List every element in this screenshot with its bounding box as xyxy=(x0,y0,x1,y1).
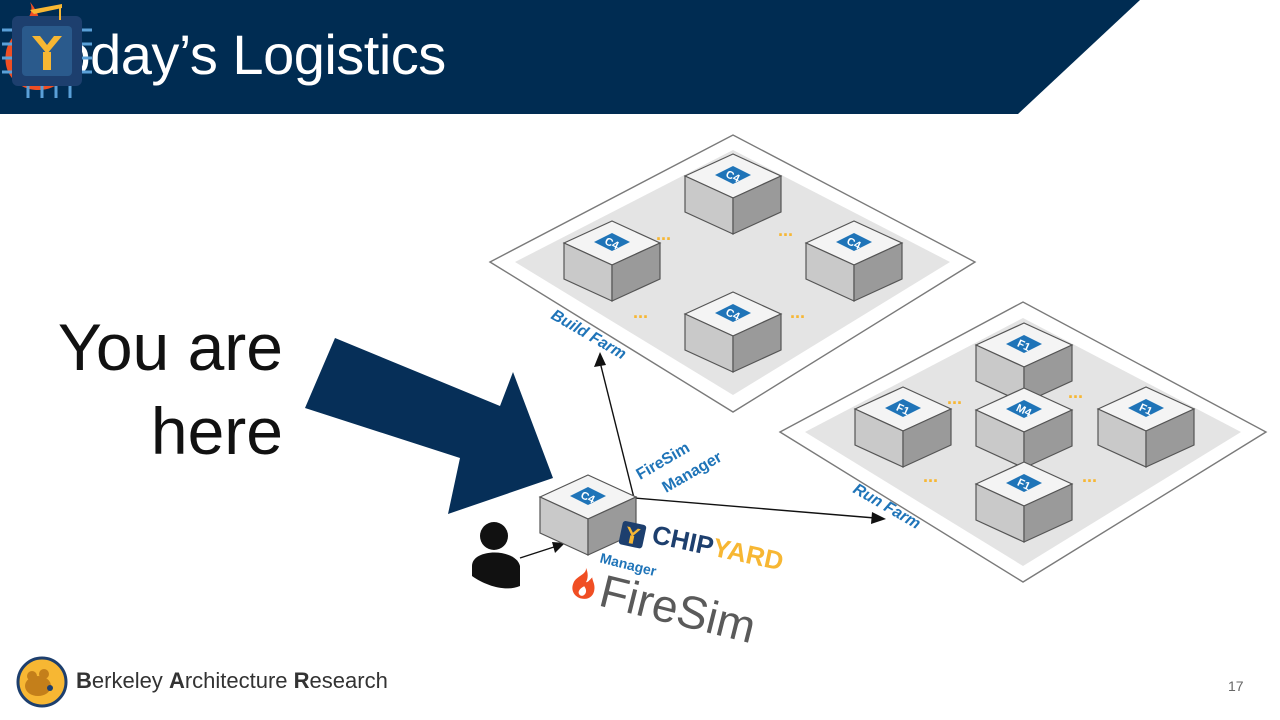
header-background xyxy=(0,0,1140,114)
run-node-left-label: F1 xyxy=(894,402,911,418)
build-ellipsis-4: ... xyxy=(790,302,805,322)
run-node-top-label: F1 xyxy=(1015,338,1032,354)
arrowhead-build xyxy=(594,352,606,367)
run-farm: F1 F1 M4 F1 F1 ... ... ... ... Run Farm xyxy=(778,301,1268,583)
callout-line-2: here xyxy=(150,394,283,468)
org-initial-b: B xyxy=(76,668,92,693)
manager-to-run-line xyxy=(633,497,876,519)
org-word-3: esearch xyxy=(309,668,388,693)
build-node-left-label: C4 xyxy=(603,235,622,252)
org-word-1: erkeley xyxy=(91,668,169,693)
person-icon xyxy=(472,522,520,589)
build-farm-floor xyxy=(515,150,950,395)
callout-line-1: You are xyxy=(57,310,283,384)
run-ellipsis-2: ... xyxy=(1068,382,1083,402)
run-ellipsis-3: ... xyxy=(923,466,938,486)
arrowhead-run xyxy=(871,512,886,524)
user-to-manager-line xyxy=(519,545,558,559)
org-initial-a: A xyxy=(168,668,185,693)
org-initial-r: R xyxy=(293,668,310,693)
build-ellipsis-1: ... xyxy=(656,224,671,244)
firesim-logo: Manager FireSim xyxy=(565,550,761,654)
build-node-right-label: C4 xyxy=(845,235,864,252)
run-node-bottom-label: F1 xyxy=(1015,477,1032,493)
run-ellipsis-4: ... xyxy=(1082,466,1097,486)
build-ellipsis-3: ... xyxy=(633,302,648,322)
chipyard-logo: CHIPYARD xyxy=(615,512,786,581)
org-word-2: rchitecture xyxy=(184,668,294,693)
header-band xyxy=(0,0,1140,114)
connections xyxy=(519,361,876,559)
chipyard-mini-icon xyxy=(618,520,647,549)
firesim-mini-flame-icon xyxy=(572,567,595,599)
run-node-right-label: F1 xyxy=(1137,402,1154,418)
build-node-top-label: C4 xyxy=(724,168,743,185)
run-ellipsis-1: ... xyxy=(947,388,962,408)
bear-logo-icon xyxy=(16,656,68,708)
page-number: 17 xyxy=(1228,678,1244,694)
chipyard-chip-icon xyxy=(2,4,92,98)
manager-to-build-line xyxy=(599,361,635,499)
build-node-bottom-label: C4 xyxy=(724,306,743,323)
manager-node-label: C4 xyxy=(579,489,598,506)
berkeley-architecture-research: Berkeley Architecture Research xyxy=(76,668,388,694)
build-ellipsis-2: ... xyxy=(778,220,793,240)
page-title: Today’s Logistics xyxy=(32,23,446,86)
arrowhead-manager xyxy=(552,542,565,553)
header-bar: Today’s Logistics xyxy=(0,0,1280,114)
big-arrow-icon xyxy=(305,338,553,514)
build-farm: C4 C4 C4 C4 ... ... ... ... Build Farm xyxy=(488,134,977,413)
you-are-here-callout: You are here xyxy=(28,305,283,473)
